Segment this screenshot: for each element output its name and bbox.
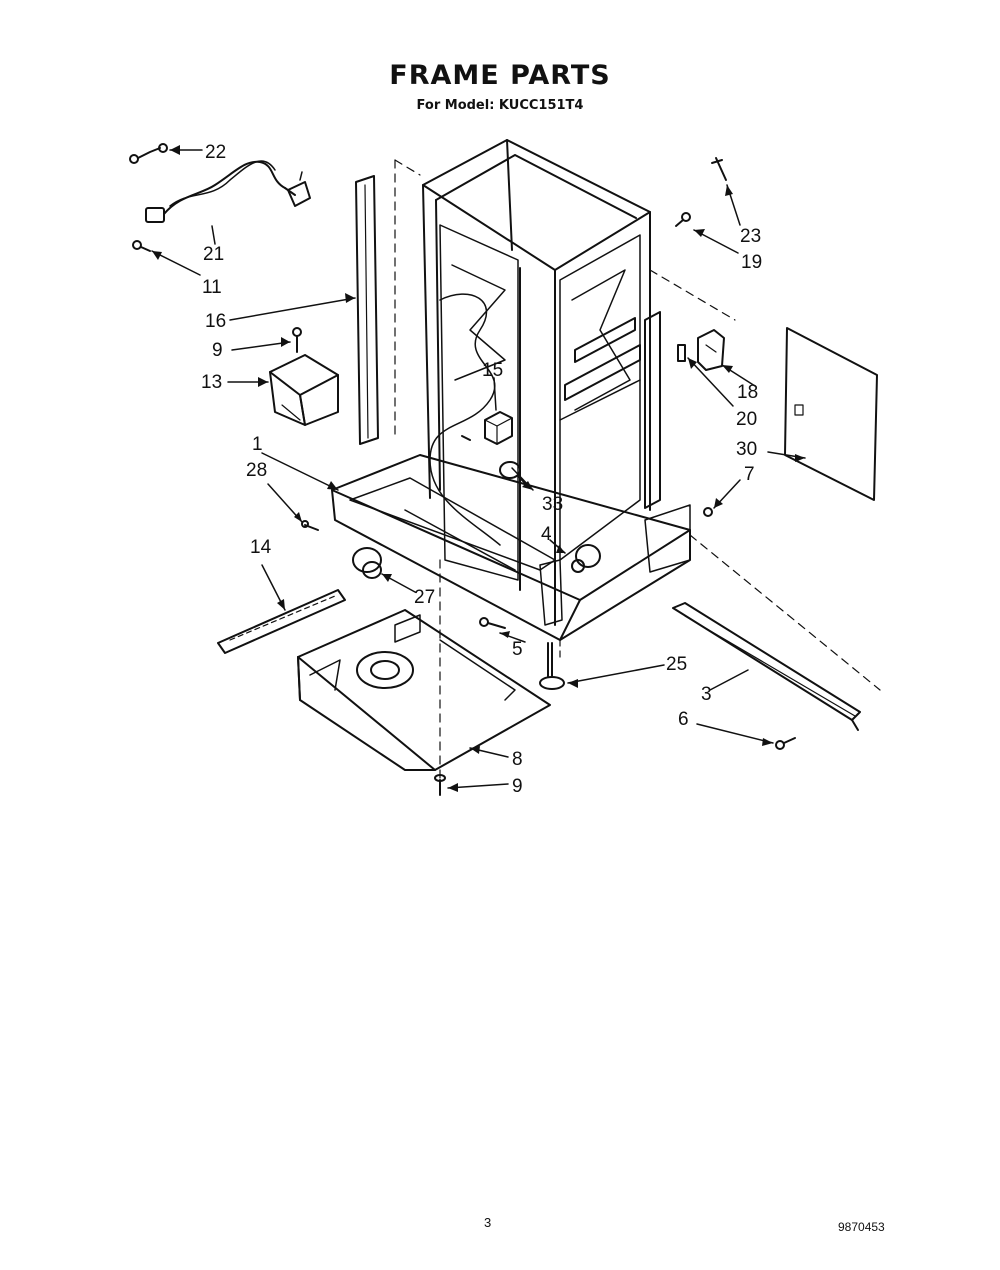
screw-23	[711, 157, 727, 181]
callout-9-top: 9	[212, 340, 223, 361]
callout-27: 27	[414, 587, 435, 608]
arrowheads	[152, 145, 805, 792]
switch-bracket	[697, 329, 725, 371]
leveling-foot	[539, 642, 565, 690]
callout-14: 14	[250, 537, 272, 558]
callout-9-bottom: 9	[512, 776, 523, 797]
screw-bottom	[434, 774, 446, 796]
relay	[484, 411, 513, 445]
document-number: 9870453	[838, 1220, 885, 1234]
callout-4: 4	[541, 524, 552, 545]
callout-22: 22	[205, 142, 226, 163]
wire-clip	[129, 143, 168, 164]
back-panel	[784, 327, 878, 501]
screw-11	[132, 240, 151, 252]
motor-cap	[352, 547, 382, 579]
callout-15: 15	[482, 360, 503, 381]
gasket-strip	[355, 175, 379, 445]
screw	[292, 327, 302, 353]
callout-30: 30	[736, 439, 757, 460]
control-knob	[571, 544, 601, 573]
cabinet-frame	[331, 139, 881, 781]
callout-5: 5	[512, 639, 523, 660]
grommet	[461, 435, 526, 484]
page-title: FRAME PARTS	[389, 60, 611, 91]
callout-18: 18	[737, 382, 758, 403]
callout-labels: 22 21 11 16 9 13 1 28 14 15 33 4 27 5 23…	[201, 142, 762, 797]
screw-5	[479, 617, 506, 629]
callout-3: 3	[701, 684, 712, 705]
callout-33: 33	[542, 494, 563, 515]
power-cord	[145, 160, 311, 223]
bracket-cover	[269, 354, 339, 426]
callout-20: 20	[736, 409, 757, 430]
callout-13: 13	[201, 372, 222, 393]
screw-19	[675, 212, 691, 227]
rail-channel	[672, 602, 861, 731]
screw-6	[775, 737, 796, 750]
model-subtitle: For Model: KUCC151T4	[416, 98, 584, 113]
callout-21: 21	[203, 244, 224, 265]
callout-7: 7	[744, 464, 755, 485]
mounting-clip	[677, 344, 686, 362]
callout-28: 28	[246, 460, 267, 481]
callout-16: 16	[205, 311, 226, 332]
mounting-bar	[217, 589, 346, 654]
callout-11: 11	[202, 277, 222, 298]
callout-1: 1	[252, 434, 263, 455]
bottom-pan	[297, 609, 551, 771]
screw-28	[301, 520, 319, 531]
page-number: 3	[484, 1215, 492, 1230]
callout-23: 23	[740, 226, 761, 247]
callout-8: 8	[512, 749, 523, 770]
callout-25: 25	[666, 654, 687, 675]
callout-19: 19	[741, 252, 762, 273]
washer	[703, 507, 713, 517]
callout-6: 6	[678, 709, 689, 730]
